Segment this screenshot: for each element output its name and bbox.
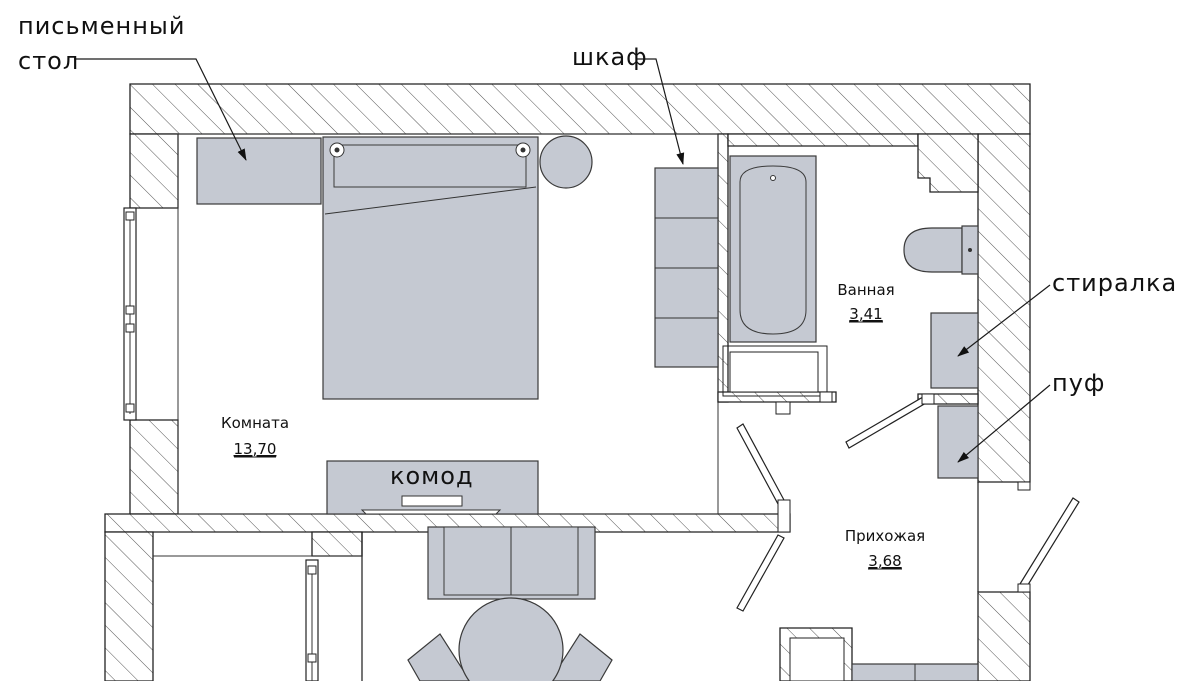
label-washer: стиралка [1052,269,1177,297]
walls [104,83,1031,681]
leader-lines [74,58,1051,463]
desk [196,137,322,205]
wall-right-lower [977,591,1031,681]
pouf [937,405,979,479]
round-table [539,135,593,189]
bed [322,136,539,400]
label-pouf: пуф [1052,369,1105,397]
wall-bath-bottom [717,391,837,403]
bath-name: Ванная [837,281,894,299]
bath-area: 3,41 [849,305,882,323]
label-dresser: комод [390,462,474,490]
wall-left-lower [129,419,179,515]
window-lower [305,559,319,681]
wall-top [129,83,1031,135]
wardrobe [654,167,719,368]
label-desk-line1: письменный [18,12,185,40]
wall-bath-top-inner [727,133,919,147]
room-name: Комната [221,414,289,432]
label-wardrobe: шкаф [572,43,648,71]
sofa [427,526,596,600]
wall-lower-mid [311,531,363,557]
wall-right-upper [977,133,1031,483]
room-area: 13,70 [234,440,277,458]
dresser [326,460,539,515]
bathtub [729,155,817,343]
window-left [123,207,137,421]
wall-lower-left [104,531,154,681]
doors [736,391,1080,612]
hall-area: 3,68 [868,552,901,570]
hall-name: Прихожая [845,527,925,545]
washing-machine [930,312,979,389]
bath-shelf [729,351,819,393]
label-desk-line2: стол [18,47,79,75]
dining-table [407,597,613,681]
wall-bath-niche [917,133,979,193]
toilet [903,225,979,275]
wall-left-upper [129,133,179,209]
